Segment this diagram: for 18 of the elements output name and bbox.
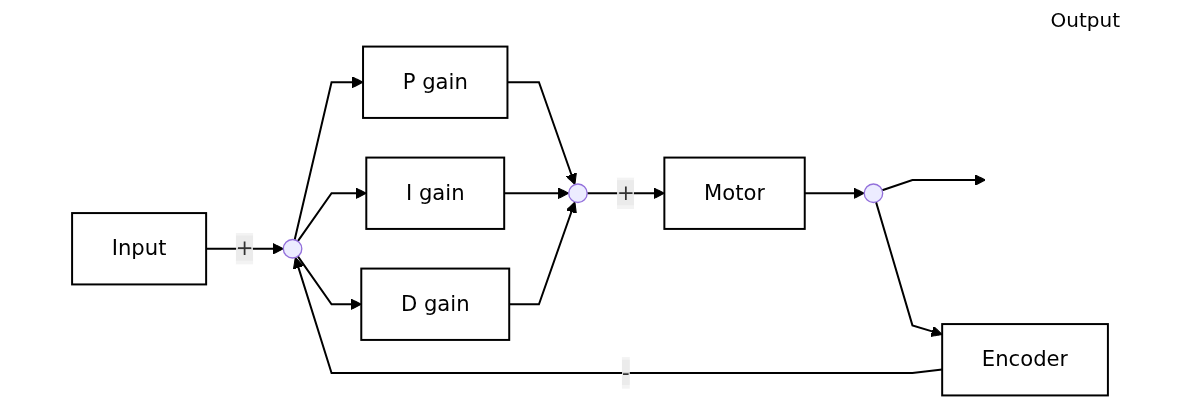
- arrow: [881, 174, 986, 192]
- node-box: P gain: [362, 45, 509, 119]
- node-circle: [282, 238, 303, 259]
- arrow: [296, 255, 362, 311]
- arrow: [875, 201, 943, 337]
- node-circle: [568, 183, 588, 204]
- node-box: D gain: [360, 267, 511, 341]
- output-label: Output: [1050, 8, 1120, 32]
- node-box: I gain: [365, 156, 506, 230]
- edge-label: +: [235, 235, 254, 261]
- edge-label: -: [621, 359, 630, 385]
- edge-label: +: [616, 180, 635, 206]
- arrow: [293, 76, 364, 241]
- node-circle: [863, 183, 884, 204]
- arrow: [296, 187, 367, 243]
- node-box: Encoder: [941, 323, 1109, 397]
- node-box: Motor: [663, 156, 806, 230]
- node-box: Input: [71, 212, 208, 286]
